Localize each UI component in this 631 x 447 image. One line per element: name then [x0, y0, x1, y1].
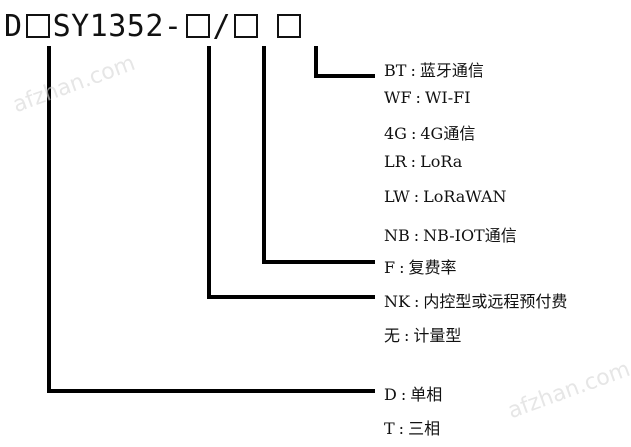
- option-nk: NK:内控型或远程预付费: [384, 288, 567, 312]
- option-nb: NB:NB-IOT通信: [384, 222, 517, 246]
- option-separator: :: [404, 326, 410, 345]
- option-4g: 4G:4G通信: [384, 120, 475, 144]
- option-separator: :: [399, 258, 405, 277]
- option-lr: LR:LoRa: [384, 152, 462, 171]
- option-code: LW: [384, 187, 410, 206]
- option-separator: :: [413, 226, 420, 245]
- option-code: 无: [384, 326, 401, 345]
- option-separator: :: [400, 385, 407, 404]
- slot-box-rate: [234, 14, 259, 38]
- option-code: WF: [384, 88, 412, 107]
- option-code: NB: [384, 226, 410, 245]
- model-prefix: D: [4, 8, 23, 44]
- option-desc: 4G通信: [420, 124, 476, 143]
- model-middle: SY1352-: [52, 8, 183, 44]
- option-code: 4G: [384, 124, 407, 143]
- connector-control: [207, 46, 375, 299]
- option-desc: 三相: [408, 419, 441, 438]
- option-t: T:三相: [384, 415, 440, 439]
- option-none: 无:计量型: [384, 322, 461, 346]
- option-desc: 蓝牙通信: [419, 61, 484, 80]
- option-wf: WF:WI-FI: [384, 88, 471, 107]
- option-separator: :: [415, 88, 421, 107]
- option-d: D:单相: [384, 381, 442, 405]
- option-code: T: [384, 419, 395, 438]
- connector-comm: [314, 46, 375, 78]
- option-f: F:复费率: [384, 254, 457, 278]
- option-code: NK: [384, 292, 410, 311]
- option-code: D: [384, 385, 397, 404]
- option-desc: WI-FI: [424, 88, 471, 107]
- option-separator: :: [410, 61, 416, 80]
- option-separator: :: [410, 152, 417, 171]
- model-number: D SY1352- /: [4, 6, 304, 46]
- option-desc: LoRaWAN: [423, 187, 507, 206]
- option-code: BT: [384, 61, 407, 80]
- connector-rate: [262, 46, 375, 264]
- option-separator: :: [398, 419, 405, 438]
- connector-phase: [47, 46, 375, 393]
- option-separator: :: [410, 124, 417, 143]
- option-desc: NB-IOT通信: [423, 226, 517, 245]
- option-lw: LW:LoRaWAN: [384, 187, 507, 206]
- slot-box-comm: [277, 14, 302, 38]
- option-separator: :: [413, 292, 420, 311]
- option-desc: LoRa: [420, 152, 463, 171]
- option-separator: :: [413, 187, 420, 206]
- option-desc: 复费率: [408, 258, 457, 277]
- option-desc: 单相: [410, 385, 443, 404]
- option-desc: 内控型或远程预付费: [423, 292, 568, 311]
- option-code: LR: [384, 152, 407, 171]
- option-desc: 计量型: [413, 326, 462, 345]
- slot-box-control: [185, 14, 210, 38]
- slot-box-phase: [25, 14, 50, 38]
- model-slash: /: [212, 8, 232, 44]
- option-bt: BT:蓝牙通信: [384, 57, 484, 81]
- option-code: F: [384, 258, 396, 277]
